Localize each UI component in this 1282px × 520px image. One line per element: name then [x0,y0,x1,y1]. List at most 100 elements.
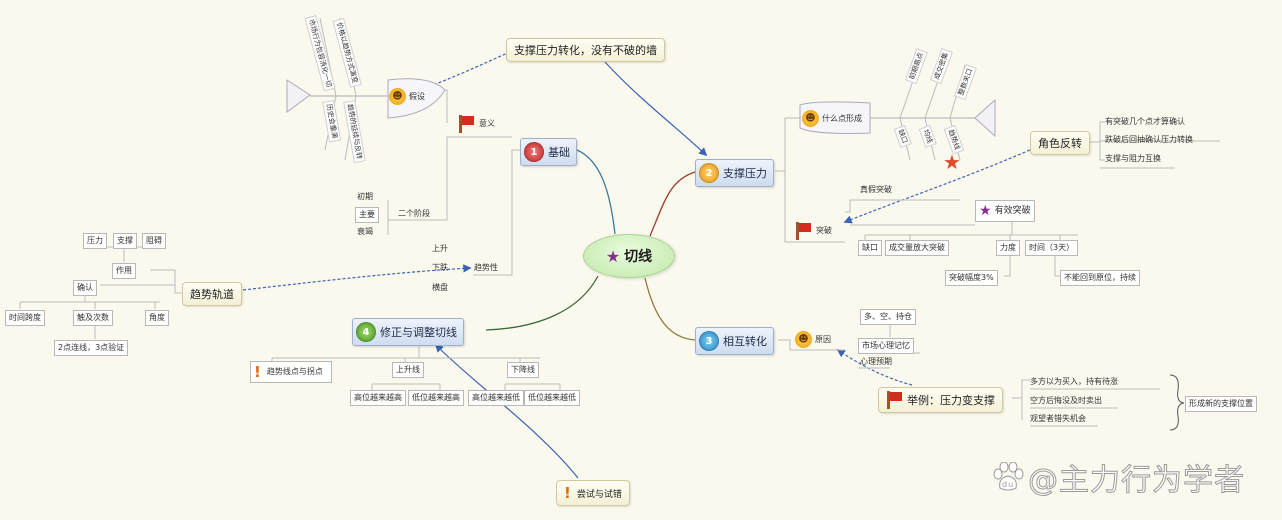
valid-time[interactable]: 时间（3天） [1025,240,1079,256]
callout-label: 支撑压力转化，没有不破的墙 [514,44,657,57]
fishbone-item: 趋势的延续与反转 [343,100,366,164]
node-meaning-label: 意义 [479,119,495,128]
force-detail[interactable]: 突破幅度3% [945,270,998,286]
fishbone-item: 缺口 [893,125,912,148]
force-support[interactable]: 支撑 [113,233,137,249]
example-label: 举例：压力变支撑 [907,394,995,407]
force-pressure[interactable]: 压力 [83,233,107,249]
role-reversal-label: 角色反转 [1038,137,1082,150]
fishbone-item: 前期高点 [905,48,928,85]
example-item-3[interactable]: 观望者错失机会 [1030,414,1086,423]
breakout-note[interactable]: 真假突破 [860,185,892,194]
valid-volume[interactable]: 成交量放大突破 [885,240,949,256]
reason-item-3[interactable]: 心理预期 [860,357,892,366]
topic-example[interactable]: 举例：压力变支撑 [878,387,1003,413]
valid-breakout[interactable]: ★ 有效突破 [975,200,1035,222]
topic-basis[interactable]: 1 基础 [520,138,577,166]
example-summary[interactable]: 形成新的支撑位置 [1185,396,1257,412]
red-flag-icon [795,222,811,240]
stage-exhaust[interactable]: 衰竭 [357,227,373,236]
topic-mutual-conversion[interactable]: 3 相互转化 [695,327,774,355]
topic-support-pressure[interactable]: 2 支撑压力 [695,159,774,187]
valid-breakout-label: 有效突破 [994,206,1031,216]
red-star-icon: ★ [943,150,961,174]
effect[interactable]: 作用 [112,263,136,279]
confirm-time-span[interactable]: 时间跨度 [5,310,45,326]
topic-convert-label: 相互转化 [723,335,767,348]
purple-star-icon: ★ [979,203,992,219]
laughing-icon: ☻ [802,110,819,127]
node-meaning[interactable]: 意义 [458,115,495,133]
trial-error-label: 尝试与试错 [576,489,622,500]
group-falling-line[interactable]: 下降线 [507,362,539,378]
confirm-touch-count[interactable]: 触及次数 [73,310,113,326]
fishbone-item: 历史会重演 [322,100,342,143]
purple-star-icon: ★ [605,246,621,266]
node-breakout[interactable]: 突破 [795,222,832,240]
smiley-icon: ☻ [389,88,406,105]
group-rising-line[interactable]: 上升线 [392,362,424,378]
node-reason[interactable]: ☻ 原因 [795,331,831,348]
falling-item-2[interactable]: 低位越来越低 [524,390,580,406]
trend-nature[interactable]: 趋势性 [474,263,498,272]
falling-item-1[interactable]: 高位越来越低 [468,390,524,406]
topic-support-label: 支撑压力 [723,167,767,180]
svg-text:du: du [1002,480,1014,489]
topic-correction[interactable]: 4 修正与调整切线 [352,318,464,346]
node-assumption-label: 假设 [409,91,425,101]
number-3-icon: 3 [699,331,719,351]
fishbone-item: 价格以趋势方式演变 [332,18,362,88]
central-topic-label: 切线 [624,249,653,265]
callout-support-pressure-conversion[interactable]: 支撑压力转化，没有不破的墙 [506,38,665,62]
reason-label: 原因 [815,334,831,344]
rising-item-2[interactable]: 低位越来越高 [408,390,464,406]
topic-role-reversal[interactable]: 角色反转 [1030,131,1090,155]
reason-item-1[interactable]: 多、空、持仓 [860,309,916,325]
example-item-2[interactable]: 空方后悔没及时卖出 [1030,396,1102,405]
reversal-item-1[interactable]: 有突破几个点才算确认 [1105,117,1185,126]
rising-item-1[interactable]: 高位越来越高 [350,390,406,406]
number-4-icon: 4 [356,322,376,342]
confirm[interactable]: 确认 [73,280,97,296]
node-formation-points[interactable]: ☻ 什么点形成 [802,110,862,127]
trend-track-label: 趋势轨道 [190,288,234,301]
direction-down[interactable]: 下跌 [432,263,448,272]
example-item-1[interactable]: 多方以为买入，持有待涨 [1030,377,1118,386]
force-obstacle[interactable]: 阻碍 [142,233,166,249]
topic-basis-label: 基础 [548,146,570,159]
time-detail[interactable]: 不能回到原位，持续 [1060,270,1140,286]
watermark: du @主力行为学者 [992,455,1245,499]
trendline-points-label: 趋势线点与拐点 [266,367,323,376]
red-flag-icon [458,115,474,133]
topic-trend-track[interactable]: 趋势轨道 [182,282,242,306]
fishbone-item: 均线 [918,125,937,148]
node-trial-error[interactable]: ! 尝试与试错 [556,480,630,506]
node-trendline-points[interactable]: ! 趋势线点与拐点 [250,361,332,383]
node-assumption[interactable]: ☻ 假设 [389,88,425,105]
formation-points-label: 什么点形成 [822,113,862,123]
reversal-item-2[interactable]: 跌破后回抽确认压力转换 [1105,135,1193,144]
red-flag-icon [886,391,902,409]
stage-early[interactable]: 初期 [357,192,373,201]
number-2-icon: 2 [699,163,719,183]
confirm-detail[interactable]: 2点连线，3点验证 [54,340,129,356]
reversal-item-3[interactable]: 支撑与阻力互换 [1105,154,1161,163]
valid-force[interactable]: 力度 [996,240,1020,256]
watermark-text: @主力行为学者 [1028,463,1245,499]
valid-gap[interactable]: 缺口 [858,240,882,256]
stages-title[interactable]: 二个阶段 [398,209,430,218]
laughing-icon: ☻ [795,331,812,348]
fishbone-item: 市场行为包容消化一切 [304,15,336,92]
baidu-paw-icon: du [993,462,1024,491]
topic-correction-label: 修正与调整切线 [380,326,457,339]
breakout-label: 突破 [816,226,832,235]
stage-main[interactable]: 主要 [355,207,379,223]
number-1-icon: 1 [524,142,544,162]
direction-up[interactable]: 上升 [432,244,448,253]
central-topic[interactable]: ★ 切线 [583,234,675,278]
confirm-angle[interactable]: 角度 [145,310,169,326]
exclamation-icon: ! [564,484,571,502]
reason-item-2[interactable]: 市场心理记忆 [858,338,914,354]
direction-sideways[interactable]: 横盘 [432,283,448,292]
